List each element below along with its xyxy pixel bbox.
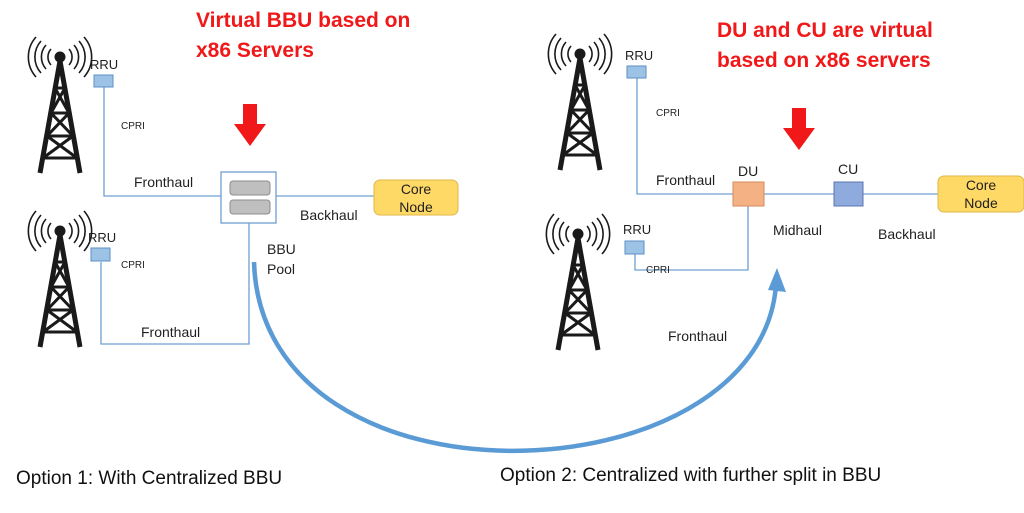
option1-title-line1: Virtual BBU based on [196, 9, 411, 32]
red-down-arrow-icon [783, 108, 815, 150]
fronthaul-link-bottom [634, 206, 749, 271]
fronthaul-link-top [636, 78, 733, 195]
cell-tower-icon [28, 37, 91, 173]
bbu-pool-label-line2: Pool [267, 261, 296, 277]
core-node-box [937, 175, 1024, 213]
rru-label: RRU [625, 48, 654, 63]
server-icon [229, 180, 271, 196]
option1-title-line2: x86 Servers [196, 39, 314, 62]
fronthaul-label: Fronthaul [141, 324, 201, 340]
option2-title: DU and CU are virtual based on x86 serve… [717, 16, 933, 76]
fronthaul-label: Fronthaul [134, 174, 194, 190]
rru-box [90, 247, 111, 262]
option2-title-line2: based on x86 servers [717, 49, 931, 72]
core-node-label-line2: Node [399, 199, 433, 215]
core-node-label: Core Node [374, 180, 458, 216]
core-node-label-line2: Node [964, 195, 998, 211]
cell-tower-icon [548, 34, 611, 170]
core-node-label-line1: Core [965, 177, 997, 193]
core-node-label-line1: Core [400, 181, 432, 197]
backhaul-label: Backhaul [878, 226, 936, 242]
core-node-label: Core Node [938, 176, 1024, 212]
transition-curve-arrow [251, 261, 779, 454]
cpri-label: CPRI [656, 108, 680, 119]
rru-label: RRU [88, 230, 117, 245]
du-label: DU [738, 163, 759, 179]
rru-label: RRU [623, 222, 652, 237]
cell-tower-icon [546, 214, 609, 350]
bbu-pool-box [220, 171, 277, 224]
option1-title: Virtual BBU based on x86 Servers [196, 6, 410, 66]
cu-box [833, 181, 864, 207]
midhaul-label: Midhaul [773, 222, 823, 238]
option2-title-line1: DU and CU are virtual [717, 19, 933, 42]
arrow-head-icon [768, 268, 786, 292]
du-box [732, 181, 765, 207]
core-node-box [373, 179, 459, 216]
option2-caption: Option 2: Centralized with further split… [500, 465, 882, 486]
cu-label: CU [838, 161, 859, 177]
option1-caption: Option 1: With Centralized BBU [16, 468, 283, 489]
backhaul-label: Backhaul [300, 207, 358, 223]
fronthaul-label: Fronthaul [668, 328, 728, 344]
bbu-pool-label: BBU Pool [267, 239, 296, 279]
red-down-arrow-icon [234, 104, 266, 146]
cell-tower-icon [28, 211, 91, 347]
fronthaul-label: Fronthaul [656, 172, 716, 188]
rru-box [624, 240, 645, 255]
bbu-pool-label-line1: BBU [267, 241, 296, 257]
rru-box [93, 74, 114, 88]
cpri-label: CPRI [121, 121, 145, 132]
rru-box [626, 65, 647, 79]
rru-label: RRU [90, 57, 119, 72]
fronthaul-link-top [103, 87, 221, 197]
cpri-label: CPRI [121, 260, 145, 271]
fronthaul-link-bottom [100, 223, 250, 345]
server-icon [229, 199, 271, 215]
cpri-label: CPRI [646, 265, 670, 276]
